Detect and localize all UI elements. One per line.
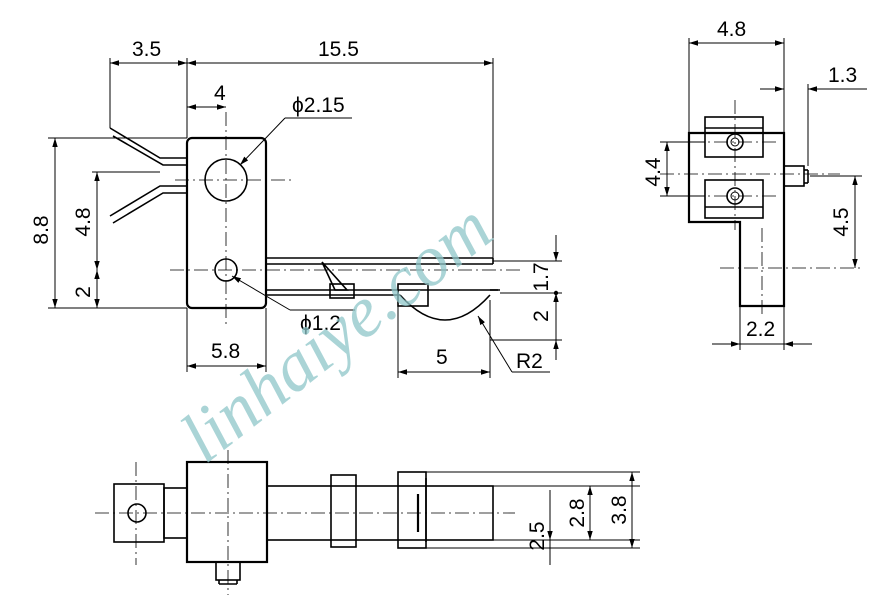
- terminal-lower: [109, 185, 187, 217]
- top-view: 2.5 2.8 3.8: [95, 450, 640, 595]
- dim-top-c: 3.8: [608, 495, 631, 524]
- terminal-upper: [109, 127, 187, 159]
- dim-side-pin-offset: 1.3: [828, 64, 857, 87]
- watermark: linhaiye.com: [166, 187, 507, 478]
- side-slot-upper: [704, 116, 764, 158]
- dim-radius: R2: [516, 350, 543, 373]
- top-roller: [397, 471, 427, 549]
- dim-hole-offset: 4: [214, 82, 226, 105]
- dim-top-a: 2.5: [526, 521, 549, 550]
- dim-actuator-offset: 1.7: [530, 262, 553, 291]
- side-slot-lower: [704, 179, 764, 219]
- front-view: 3.5 15.5 4 ϕ2.15 8.8 4.8 2 ϕ1.2 5.8: [30, 38, 562, 378]
- side-body: [687, 131, 786, 308]
- dim-small-hole: ϕ1.2: [300, 312, 341, 335]
- side-pin: [783, 165, 805, 187]
- switch-body: [185, 136, 268, 310]
- dim-hole-x: 5.8: [211, 340, 240, 363]
- dim-side-pin-height: 4.5: [830, 207, 853, 236]
- dim-left-overhang: 3.5: [132, 38, 161, 61]
- dim-height: 8.8: [30, 215, 53, 244]
- dim-actuator-drop: 2: [530, 310, 553, 322]
- dim-side-foot-width: 2.2: [746, 318, 775, 341]
- dim-side-slot-spacing: 4.4: [642, 157, 665, 187]
- dim-pin-spacing: 4.8: [72, 207, 95, 236]
- dim-big-hole: ϕ2.15: [292, 94, 345, 117]
- dim-overall-length: 15.5: [318, 38, 359, 61]
- top-body: [185, 460, 269, 564]
- dim-bottom-offset: 2: [72, 286, 95, 298]
- dim-actuator-length: 5: [436, 346, 448, 369]
- dim-top-b: 2.8: [566, 498, 589, 527]
- dim-side-width: 4.8: [717, 18, 746, 41]
- roller-block: [397, 283, 429, 307]
- side-view: 4.8 1.3 4.4 4.5 2.2: [642, 18, 867, 350]
- roller-arc: [399, 294, 491, 321]
